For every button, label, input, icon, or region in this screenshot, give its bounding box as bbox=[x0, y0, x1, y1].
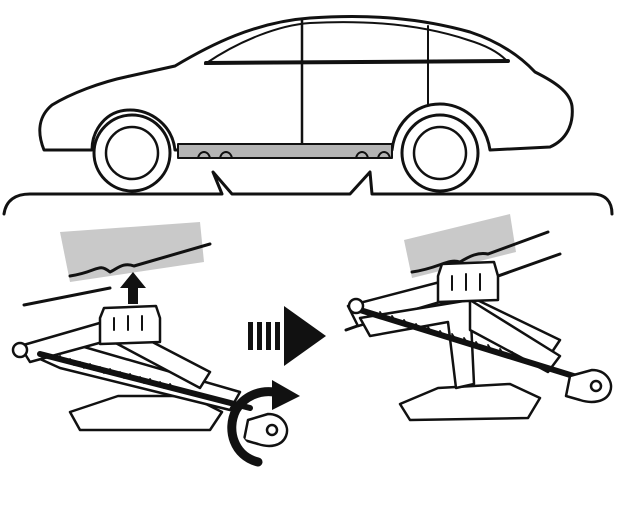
detail-before-lift bbox=[13, 222, 300, 462]
car-front-wheel bbox=[94, 115, 170, 191]
detail-callout-bracket bbox=[4, 172, 612, 214]
jack-saddle-raised bbox=[438, 262, 498, 302]
jack-crank-eye-raised bbox=[566, 370, 611, 402]
jack-crank-eye-hole-raised bbox=[591, 381, 601, 391]
jack-crank-eye bbox=[244, 414, 287, 446]
scissor-jack-raised bbox=[348, 262, 611, 420]
jack-crank-eye-hole bbox=[267, 425, 277, 435]
up-arrow-icon bbox=[120, 272, 146, 304]
jack-saddle bbox=[100, 306, 160, 344]
jack-base-plate-raised bbox=[400, 384, 540, 420]
jack-pivot-left bbox=[13, 343, 27, 357]
right-arrow-icon bbox=[248, 306, 326, 366]
car-beltline bbox=[206, 61, 508, 63]
scissor-jack-lowered bbox=[13, 306, 287, 446]
jack-pivot-left-raised bbox=[349, 299, 363, 313]
car-side-view bbox=[40, 17, 572, 191]
detail-after-lift bbox=[346, 214, 611, 420]
ground-line-left bbox=[24, 288, 110, 305]
car-rear-wheel bbox=[402, 115, 478, 191]
